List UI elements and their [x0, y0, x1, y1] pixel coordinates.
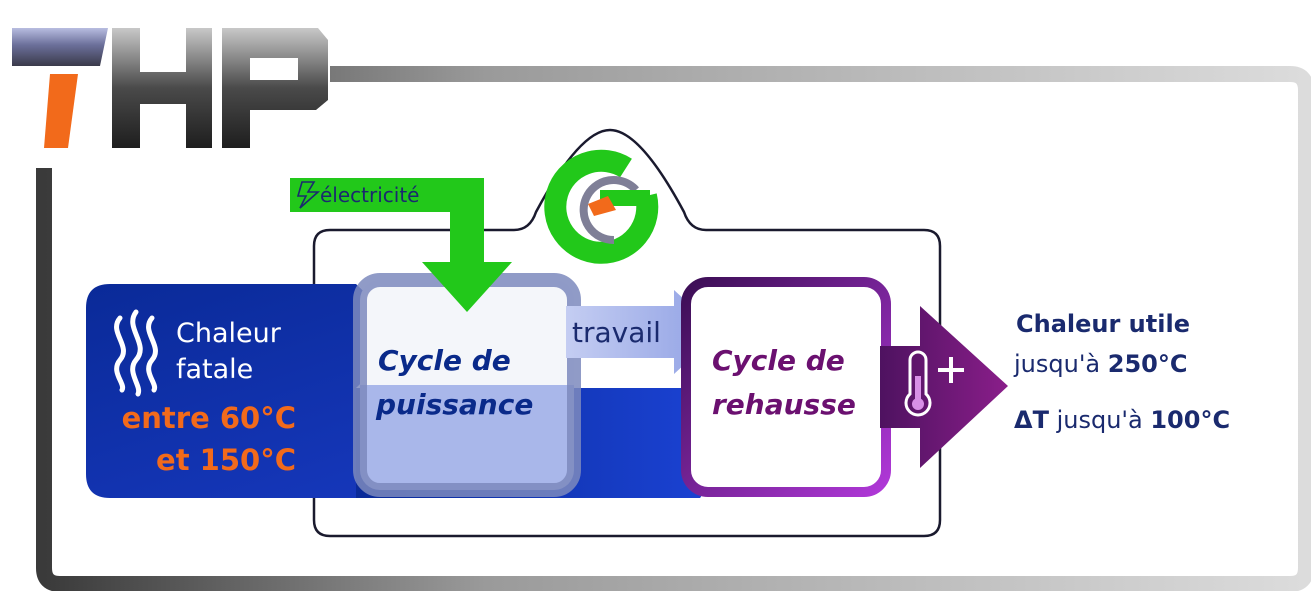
thermometer-plus-icon — [904, 350, 964, 417]
lightning-icon — [296, 181, 321, 209]
output-delta-prefix: jusqu'à — [1049, 406, 1150, 434]
temp-range-line1: entre 60°C — [122, 401, 296, 435]
output-temperature-prefix: jusqu'à — [1013, 350, 1108, 378]
work-label: travail — [572, 316, 661, 349]
heat-waves-icon — [114, 309, 158, 397]
output-temperature-value: 250°C — [1108, 350, 1188, 378]
logo-letter-t-top — [12, 28, 108, 66]
output-delta-t: ΔT jusqu'à 100°C — [1014, 406, 1230, 434]
power-cycle-label-line1: Cycle de — [378, 344, 511, 377]
logo-letter-t-stem — [44, 74, 78, 148]
temp-range-line2: et 150°C — [156, 443, 296, 477]
boost-cycle-box — [681, 277, 891, 497]
electricity-label: électricité — [320, 183, 419, 207]
output-temperature: jusqu'à 250°C — [1013, 350, 1187, 378]
boost-cycle-label-line2: rehausse — [712, 388, 856, 421]
heat-source-line1: Chaleur — [176, 318, 282, 349]
electricity-arrow: électricité — [290, 178, 512, 312]
thp-logo — [12, 28, 328, 148]
outer-frame — [36, 66, 1311, 591]
output-delta-value: 100°C — [1150, 406, 1230, 434]
logo-letter-p — [222, 28, 328, 148]
e-logo-icon — [544, 149, 659, 264]
logo-letter-h — [112, 28, 212, 148]
output-delta-symbol: ΔT — [1014, 406, 1050, 434]
heat-source-line2: fatale — [176, 354, 253, 385]
useful-heat-arrow — [880, 306, 1008, 468]
boost-cycle-label-line1: Cycle de — [712, 344, 845, 377]
power-cycle-label-line2: puissance — [375, 388, 533, 421]
output-title: Chaleur utile — [1016, 310, 1190, 338]
